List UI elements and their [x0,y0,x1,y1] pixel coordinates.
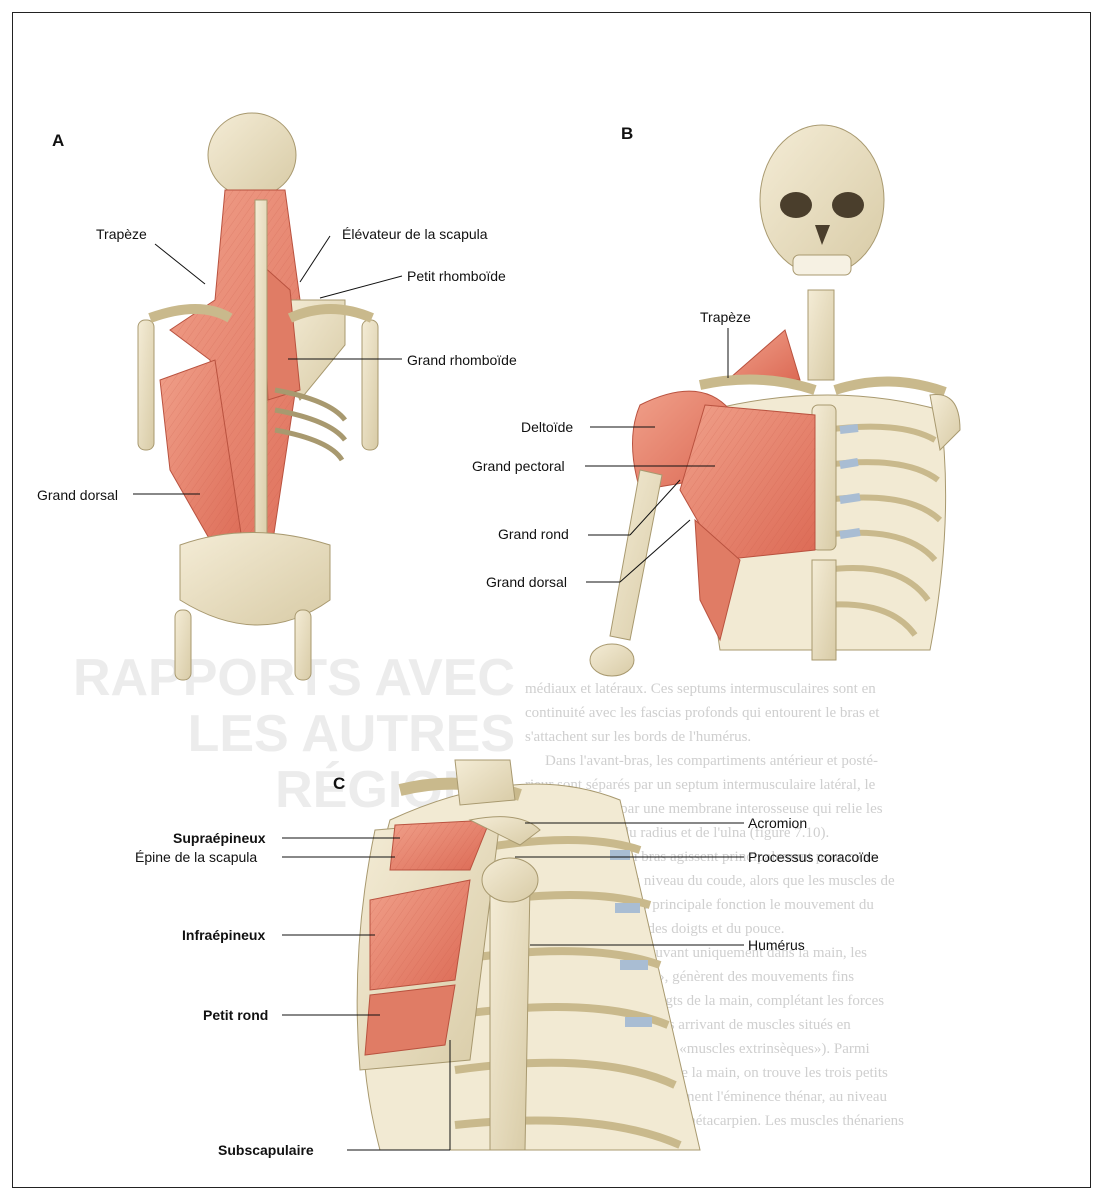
figure-border [12,12,1091,1188]
